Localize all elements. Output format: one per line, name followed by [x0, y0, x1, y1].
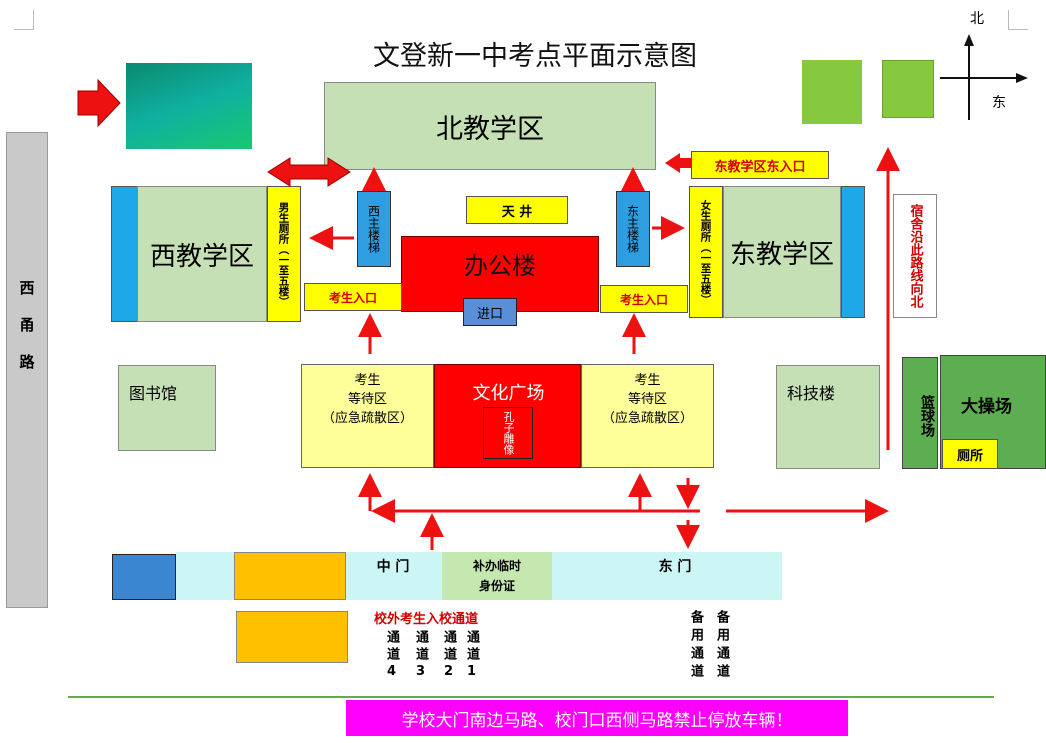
- male-toilet: 男生厕所（一至五楼）: [267, 186, 301, 322]
- gate-orange-block-1: [234, 552, 346, 600]
- playground-label: 大操场: [961, 397, 1012, 417]
- waiting-left-line3: （应急疏散区）: [321, 411, 413, 426]
- north-teaching-zone: 北教学区: [324, 82, 656, 170]
- channel-1: 通道1: [464, 630, 479, 683]
- west-road: [6, 132, 48, 608]
- office-entrance: 进口: [463, 298, 517, 326]
- top-right-green-block-1: [802, 60, 862, 124]
- waiting-left-line1: 考生: [354, 373, 381, 388]
- double-arrow-icon: [267, 157, 351, 187]
- culture-square: 文化广场 孔子雕像: [434, 364, 581, 468]
- east-main-stairs: 东主楼梯: [616, 191, 650, 267]
- waiting-area-right: 考生 等待区 （应急疏散区）: [581, 364, 714, 468]
- channel-3: 通道3: [413, 630, 428, 683]
- backup-channel-1: 备用通道: [688, 610, 703, 682]
- top-left-teal-block: [126, 63, 252, 149]
- culture-square-label: 文化广场: [472, 383, 545, 404]
- waiting-right-line3: （应急疏散区）: [601, 411, 693, 426]
- temp-id-line1: 补办临时: [472, 559, 521, 573]
- bottom-divider: [68, 696, 994, 698]
- west-exam-entrance: 考生入口: [304, 283, 402, 311]
- channel-4: 通道4: [384, 630, 399, 683]
- temp-id-line2: 身份证: [478, 579, 515, 593]
- compass: 北 东: [930, 8, 1030, 128]
- toilet: 厕所: [942, 439, 998, 469]
- waiting-area-left: 考生 等待区 （应急疏散区）: [301, 364, 434, 468]
- temp-id-office: 补办临时 身份证: [442, 552, 552, 600]
- west-main-stairs: 西主楼梯: [357, 191, 391, 267]
- science-building-label: 科技楼: [787, 384, 836, 403]
- compass-north-label: 北: [970, 11, 984, 27]
- basketball-court: 篮球场: [902, 357, 938, 469]
- gate-blue-block: [112, 554, 176, 600]
- east-gate: 东 门: [658, 559, 692, 575]
- backup-channel-2: 备用通道: [714, 610, 729, 682]
- top-right-green-block-2: [882, 60, 934, 118]
- dorm-route-label: 宿舍沿此路线向北: [893, 194, 937, 318]
- middle-gate: 中 门: [376, 559, 410, 575]
- corner-mark-right: [1008, 10, 1028, 30]
- east-zone-entrance-label: 东教学区东入口: [691, 151, 829, 179]
- library-label: 图书馆: [129, 384, 178, 403]
- parking-notice: 学校大门南边马路、校门口西侧马路禁止停放车辆！: [346, 700, 848, 736]
- waiting-left-line2: 等待区: [347, 392, 387, 407]
- gate-orange-block-2: [236, 611, 348, 663]
- east-teaching-zone: 东教学区: [723, 186, 841, 318]
- science-building: 科技楼: [776, 365, 880, 469]
- library: 图书馆: [118, 365, 216, 451]
- east-exam-entrance: 考生入口: [600, 285, 688, 313]
- confucius-statue: 孔子雕像: [483, 407, 533, 459]
- corner-mark-left: [14, 10, 34, 30]
- channel-2: 通道2: [441, 630, 456, 683]
- compass-east-label: 东: [992, 95, 1006, 111]
- channels-heading: 校外考生入校通道: [374, 612, 479, 627]
- east-blue-strip: [841, 186, 865, 318]
- female-toilet: 女生厕所（一至五楼）: [689, 186, 723, 318]
- compass-arrows-icon: [940, 34, 1028, 120]
- entrance-arrow-icon: [77, 78, 121, 128]
- office-building-label: 办公楼: [464, 251, 536, 280]
- west-road-label: 西甬路: [17, 279, 36, 391]
- patio: 天 井: [466, 196, 568, 224]
- west-teaching-zone: 西教学区: [137, 186, 267, 322]
- waiting-right-line2: 等待区: [627, 392, 667, 407]
- east-entrance-arrow-icon: [665, 153, 692, 173]
- waiting-right-line1: 考生: [634, 373, 661, 388]
- map-title: 文登新一中考点平面示意图: [373, 40, 697, 72]
